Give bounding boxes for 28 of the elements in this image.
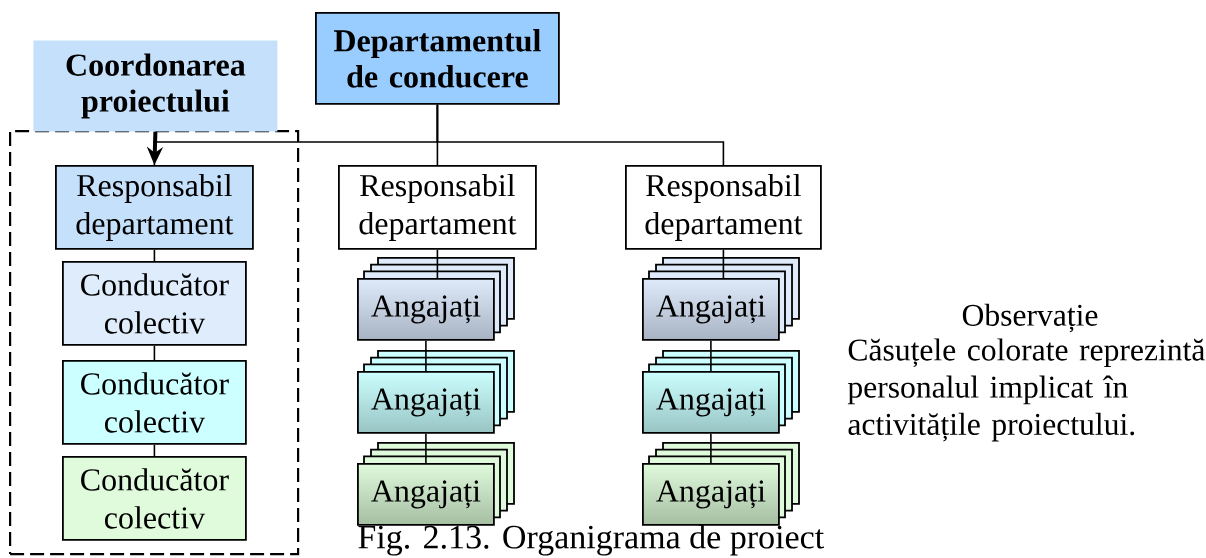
connector-line	[710, 340, 712, 372]
stacked-box: Angajați	[642, 442, 800, 526]
figure-caption: Fig. 2.13. Organigrama de proiect	[358, 524, 824, 556]
connector-line	[153, 345, 156, 361]
connector-line	[153, 444, 156, 457]
dashed-frame	[9, 130, 300, 556]
connector-line	[436, 104, 725, 166]
role-box: Responsabil departament	[55, 165, 254, 250]
connector-line	[425, 433, 427, 464]
note-text: Căsuțele colorate reprezintă personalul implicat în activitățile proiectului.	[847, 338, 1205, 442]
connector-line	[425, 340, 427, 372]
role-box: Conducător colectiv	[62, 261, 247, 346]
stacked-box: Angajați	[642, 257, 800, 341]
note-heading: Observație	[962, 303, 1098, 333]
connector-line	[710, 433, 712, 464]
role-box: Responsabil departament	[625, 165, 822, 250]
stacked-box: Angajați	[357, 257, 515, 341]
role-box: Conducător colectiv	[62, 360, 247, 445]
stacked-box: Angajați	[357, 350, 515, 434]
management-box: Departamentul de conducere	[315, 12, 560, 105]
role-box: Responsabil departament	[338, 165, 537, 250]
connector-line	[153, 249, 156, 262]
connector-line	[436, 249, 439, 279]
role-box: Conducător colectiv	[62, 456, 247, 541]
connector-line	[722, 249, 725, 279]
stacked-box: Angajați	[357, 442, 515, 526]
stacked-box: Angajați	[642, 350, 800, 434]
heading-box: Coordonarea proiectului	[33, 40, 278, 132]
